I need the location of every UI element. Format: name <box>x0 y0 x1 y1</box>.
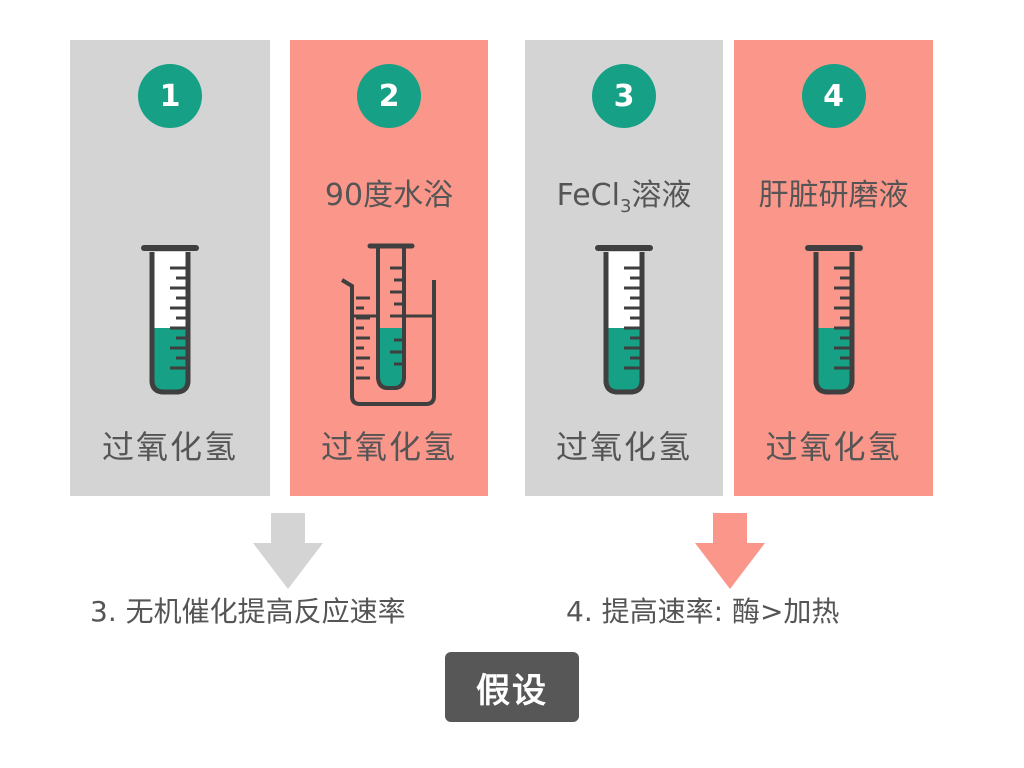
conclusion-2: 4. 提高速率: 酶>加热 <box>566 595 840 628</box>
test-tube-icon <box>141 245 199 395</box>
substance-label-1: 过氧化氢 <box>101 428 238 466</box>
condition-label-2: 90度水浴 <box>324 178 454 213</box>
test-tube-icon <box>805 245 863 395</box>
down-arrow-icon <box>253 513 323 589</box>
card-4: 4 肝脏研磨液 过氧化氢 <box>734 40 933 496</box>
conclusion-1: 3. 无机催化提高反应速率 <box>90 595 406 628</box>
beaker-with-test-tube-icon <box>340 243 436 406</box>
card-2: 2 90度水浴 过氧化氢 <box>290 40 488 496</box>
test-tube-icon <box>595 245 653 395</box>
hypothesis-label: 假设 <box>445 652 579 722</box>
card-1: 1 过氧化氢 <box>70 40 270 496</box>
number-badge-3: 3 <box>592 64 656 128</box>
number-badge-1: 1 <box>138 64 202 128</box>
condition-label-4: 肝脏研磨液 <box>758 178 909 213</box>
substance-label-2: 过氧化氢 <box>320 428 457 466</box>
substance-label-4: 过氧化氢 <box>765 428 902 466</box>
condition-label-3: FeCl3溶液 <box>556 178 692 217</box>
substance-label-3: 过氧化氢 <box>555 428 692 466</box>
number-badge-4: 4 <box>801 64 866 128</box>
number-badge-2: 2 <box>357 64 421 128</box>
card-3: 3 FeCl3溶液 过氧化氢 <box>525 40 723 496</box>
down-arrow-icon <box>695 513 765 589</box>
